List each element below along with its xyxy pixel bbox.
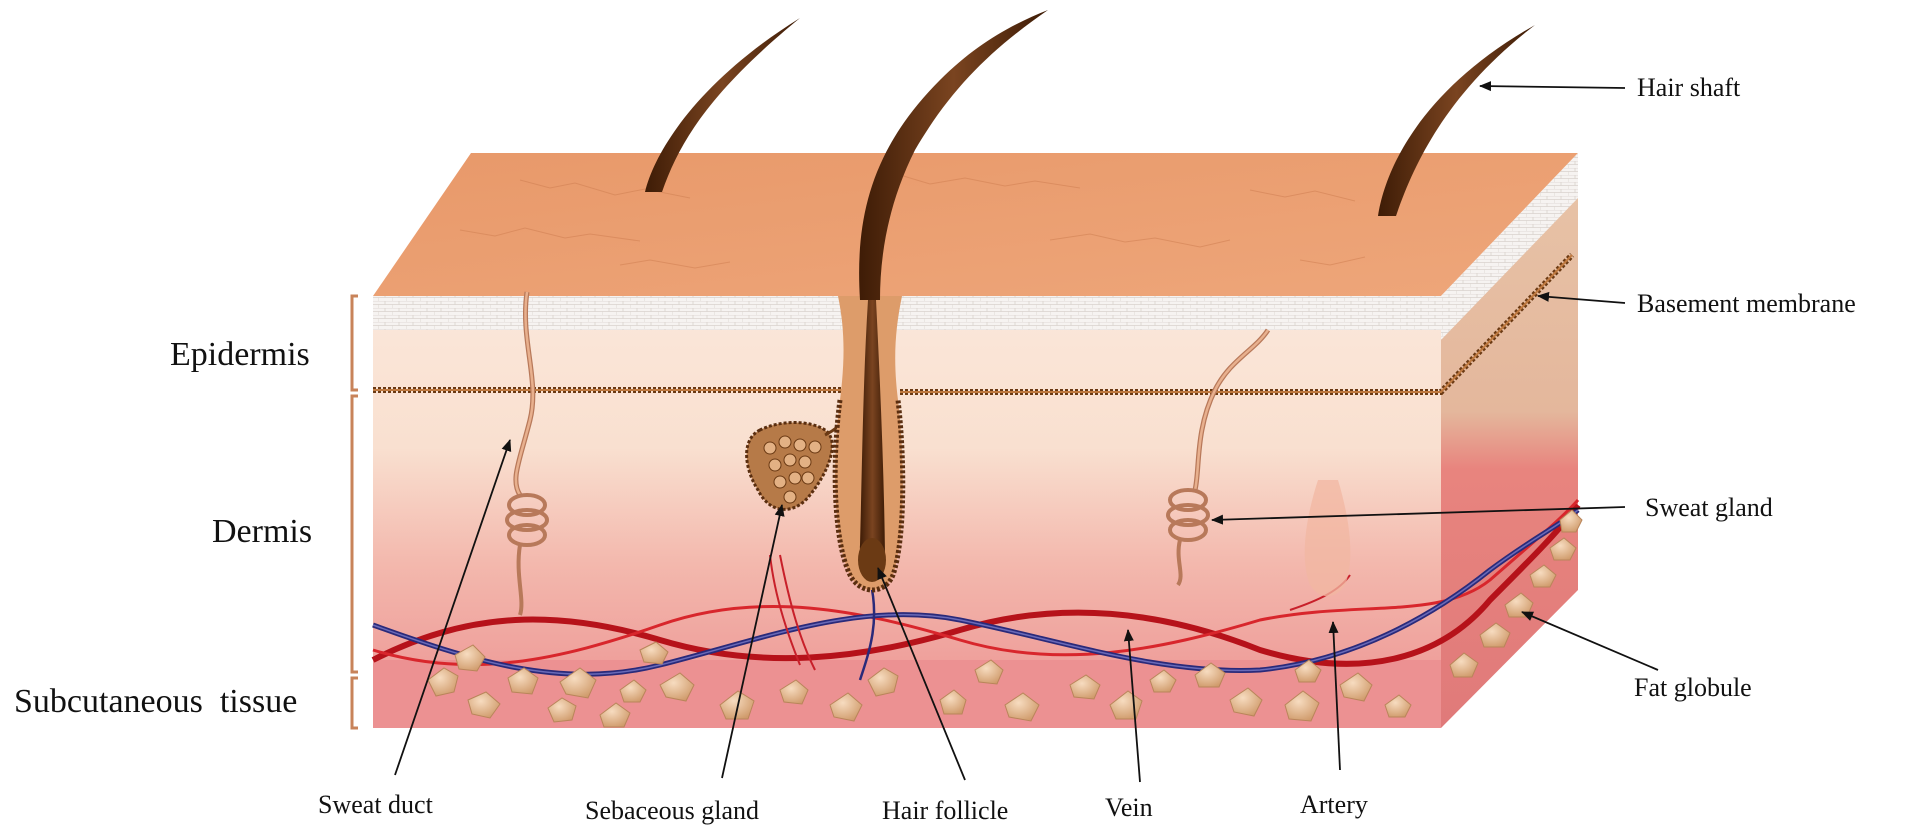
layer-braces bbox=[352, 296, 358, 728]
epidermis-stratum bbox=[373, 296, 1441, 330]
label-subcutaneous-tissue: Subcutaneous tissue bbox=[14, 683, 297, 720]
dermis-brace bbox=[352, 396, 358, 672]
subcutaneous-brace bbox=[352, 678, 358, 728]
label-artery: Artery bbox=[1300, 790, 1368, 819]
epidermis-brace bbox=[352, 296, 358, 390]
label-sweat-gland: Sweat gland bbox=[1645, 493, 1773, 522]
arrow-fat-globule bbox=[1522, 612, 1658, 670]
label-hair-shaft: Hair shaft bbox=[1637, 73, 1741, 102]
label-sweat-duct: Sweat duct bbox=[318, 790, 434, 819]
label-vein: Vein bbox=[1105, 793, 1153, 822]
skin-block bbox=[373, 153, 1578, 728]
label-epidermis: Epidermis bbox=[170, 336, 310, 373]
label-basement-membrane: Basement membrane bbox=[1637, 289, 1856, 318]
label-hair-follicle: Hair follicle bbox=[882, 796, 1008, 825]
label-sebaceous-gland: Sebaceous gland bbox=[585, 796, 759, 825]
arrow-hair-shaft bbox=[1480, 86, 1625, 88]
hair-follicle bbox=[835, 296, 903, 590]
label-dermis: Dermis bbox=[212, 513, 312, 550]
label-fat-globule: Fat globule bbox=[1634, 673, 1752, 702]
